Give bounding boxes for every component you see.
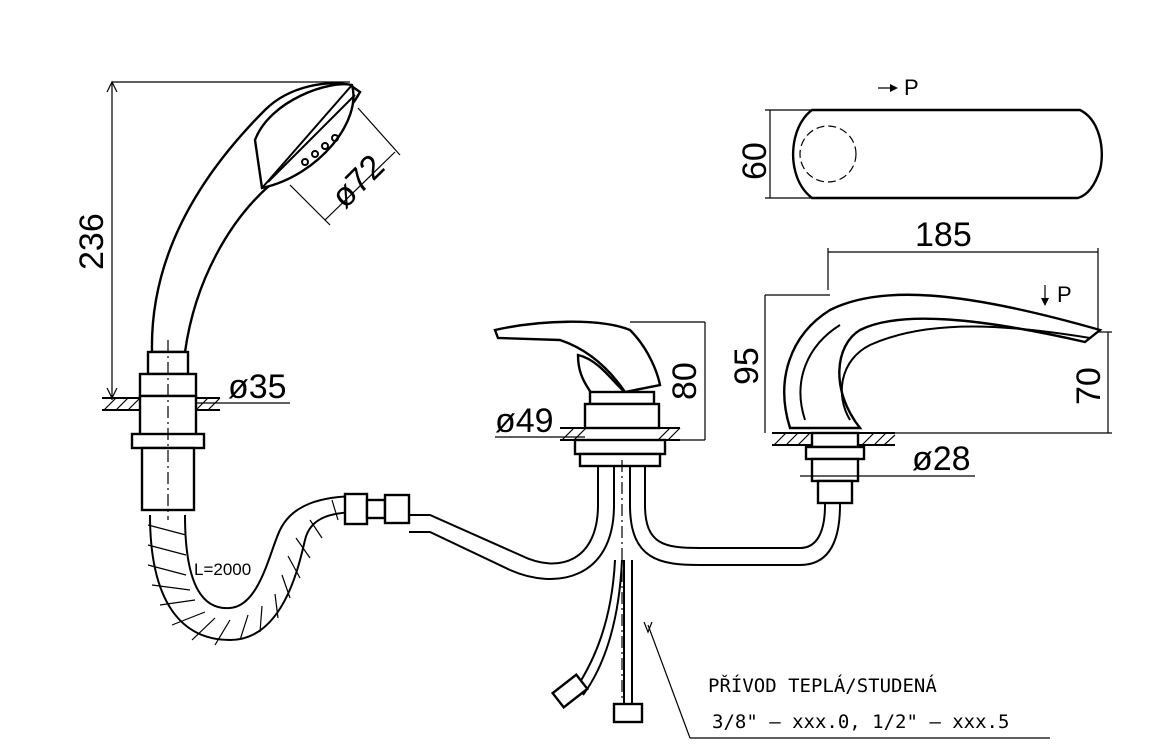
shower-hose: L=2000: [147, 492, 411, 646]
spout: 185 95 70 ø28 P: [728, 216, 1112, 505]
dim-spout-base-dia: ø28: [912, 440, 971, 478]
dim-mixer-base-dia: ø49: [495, 402, 554, 440]
dim-mixer-height: 80: [666, 362, 704, 400]
top-view: 60 P: [736, 75, 1103, 200]
note-line2: 3/8" – xxx.0, 1/2" – xxx.5: [712, 711, 1009, 733]
dim-top-view-width: 60: [736, 142, 774, 180]
supply-note: PŘÍVOD TEPLÁ/STUDENÁ 3/8" – xxx.0, 1/2" …: [643, 621, 1050, 739]
dim-hand-shower-base-dia: ø35: [228, 368, 287, 406]
direction-p-spout: P: [1057, 282, 1072, 307]
counter-hatch-right: [773, 432, 896, 446]
direction-p-top: P: [904, 75, 919, 100]
hose-coils: [147, 499, 339, 646]
counter-hatch-left: [103, 397, 221, 411]
dim-shower-head-dia: ø72: [324, 147, 392, 215]
mixer-body: 80 ø49: [409, 320, 841, 724]
note-line1: PŘÍVOD TEPLÁ/STUDENÁ: [708, 674, 937, 697]
dim-spout-length: 185: [915, 216, 972, 254]
dim-spout-height: 95: [728, 347, 766, 385]
dim-spout-outlet-height: 70: [1070, 367, 1108, 405]
spray-holes: [301, 134, 339, 166]
hose-length-label: L=2000: [194, 560, 251, 579]
counter-hatch-mid: [561, 427, 681, 441]
hand-shower: 236 ø72 ø35: [73, 80, 401, 520]
dim-shower-height: 236: [73, 213, 111, 270]
